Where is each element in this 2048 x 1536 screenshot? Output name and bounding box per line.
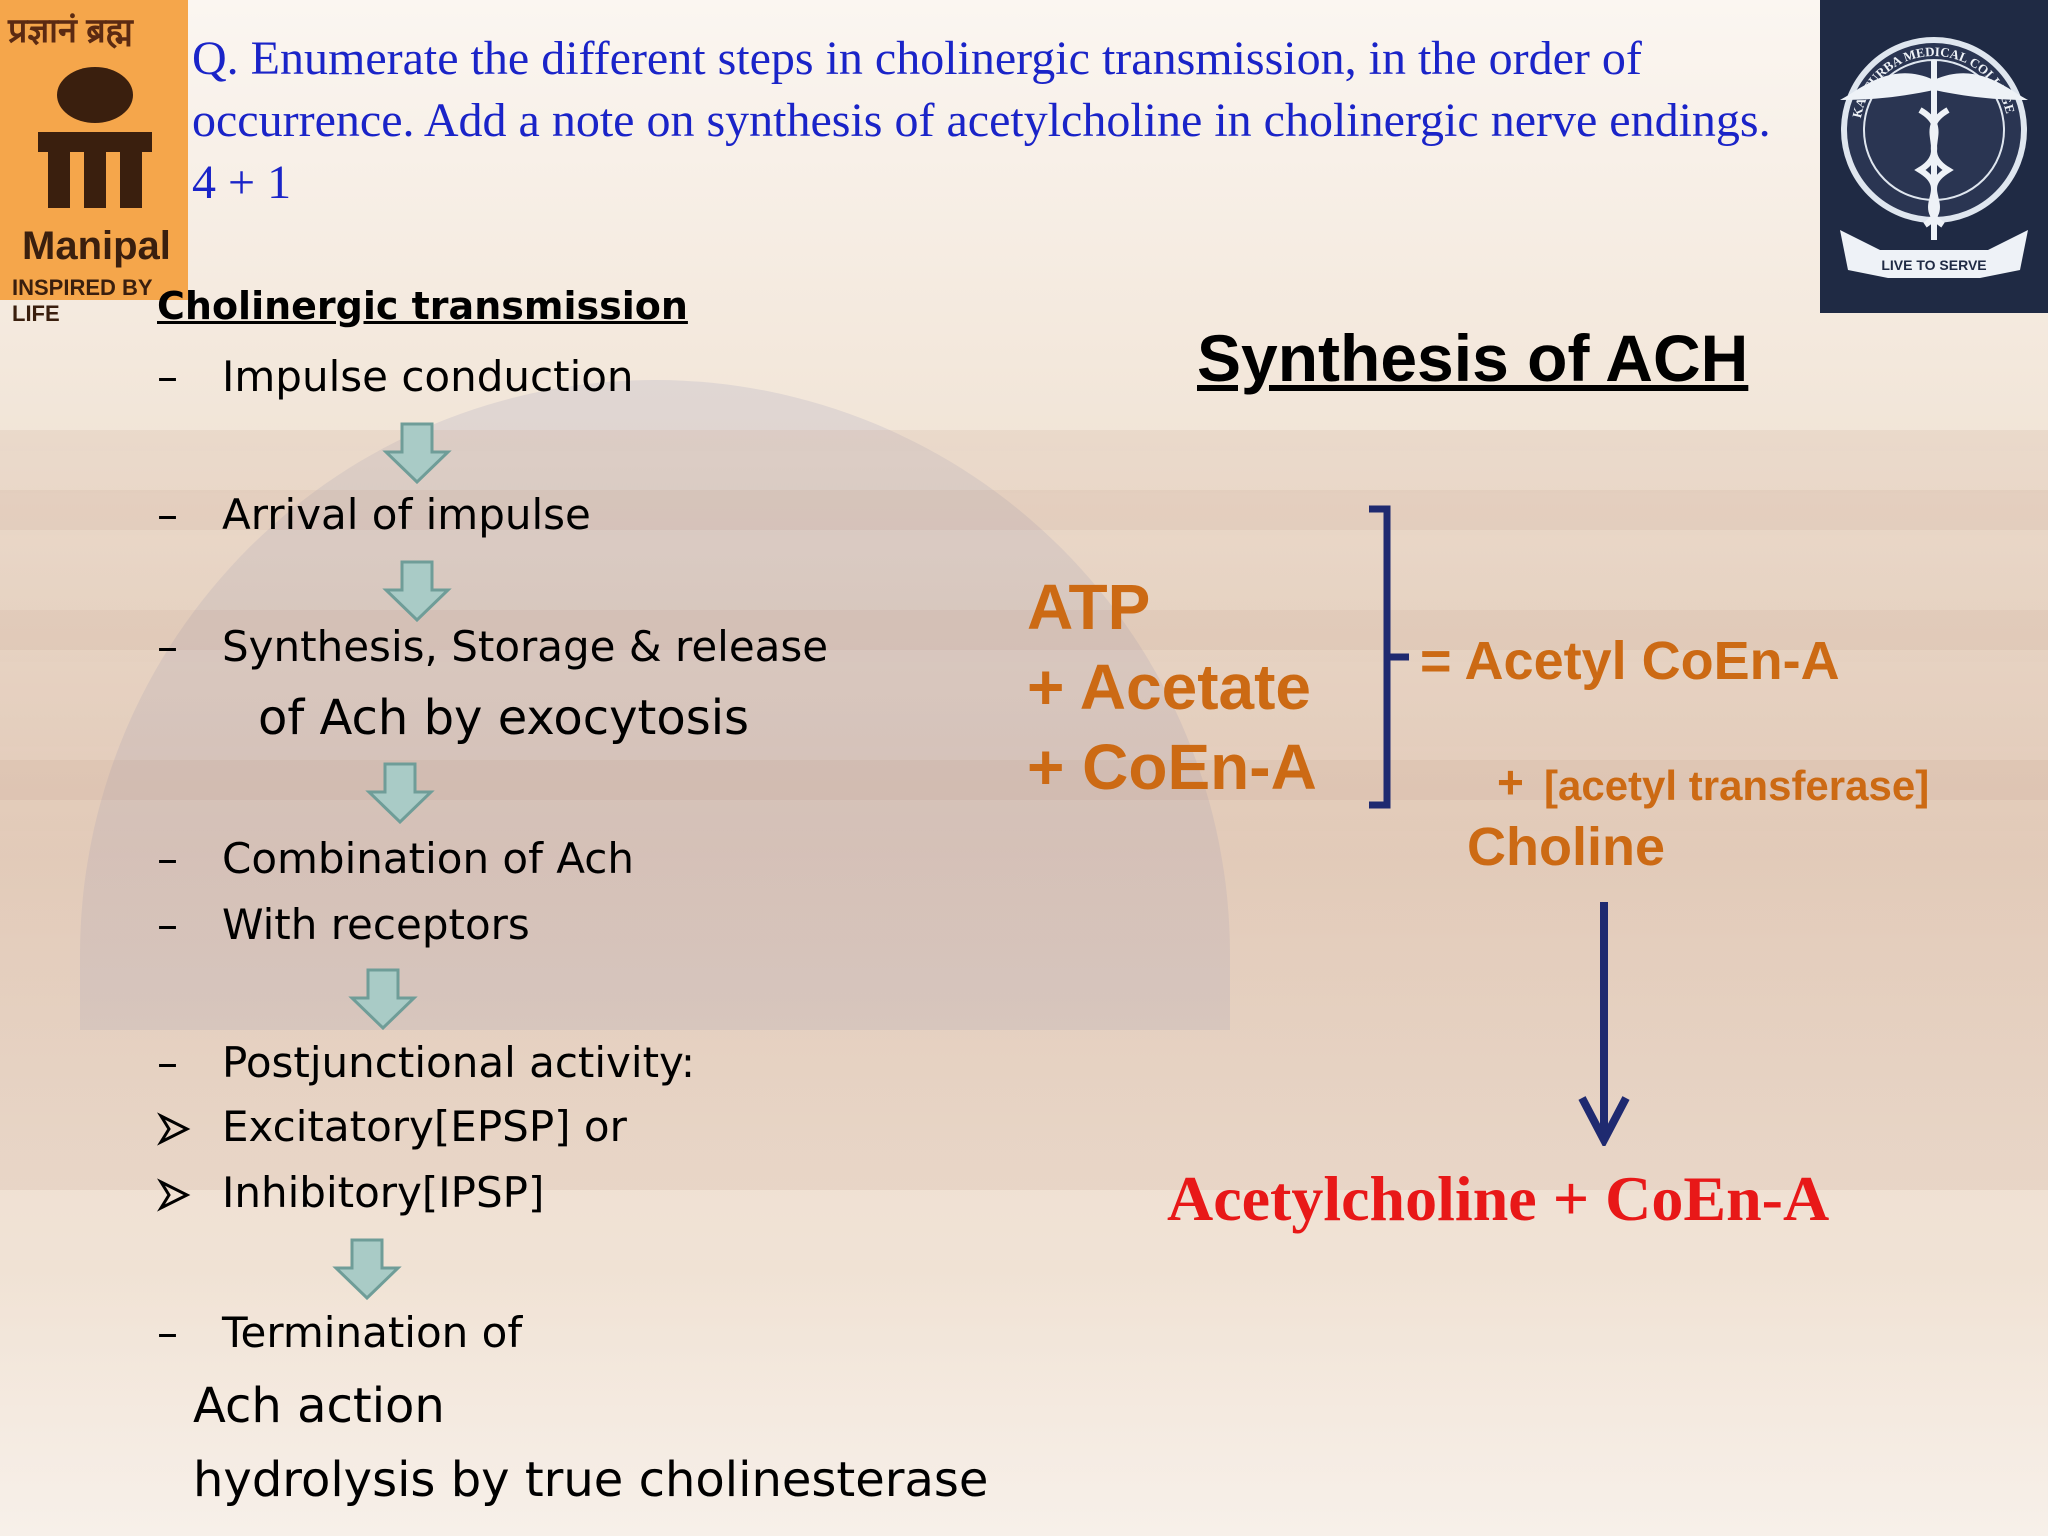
step-dash: – <box>157 1308 178 1357</box>
manipal-figure-icon <box>38 67 152 208</box>
cholinergic-heading: Cholinergic transmission <box>157 284 688 328</box>
step-combination-of-ach: Combination of Ach <box>222 834 634 883</box>
reaction-bracket-icon <box>1369 505 1409 809</box>
down-arrow-icon <box>382 422 452 484</box>
step-with-receptors: With receptors <box>222 900 530 949</box>
step-impulse-conduction: Impulse conduction <box>222 352 634 401</box>
reactant-coen-a: + CoEn-A <box>1027 731 1317 803</box>
step-hydrolysis: hydrolysis by true cholinesterase <box>193 1452 989 1508</box>
step-ach-action: Ach action <box>193 1378 445 1434</box>
arrow-bullet-icon <box>157 1178 191 1212</box>
caduceus-emblem-icon: KASTURBA MEDICAL COLLEGE LIVE TO SERVE <box>1840 37 2028 278</box>
synthesis-title: Synthesis of ACH <box>1197 321 1749 395</box>
down-arrow-icon <box>348 968 418 1030</box>
step-synthesis-storage-release: Synthesis, Storage & release <box>222 622 829 671</box>
choline-label: Choline <box>1467 817 1665 877</box>
step-arrival-of-impulse: Arrival of impulse <box>222 490 591 539</box>
down-arrow-icon <box>382 560 452 622</box>
logo-tagline: INSPIRED BY LIFE <box>12 275 153 326</box>
down-arrow-icon <box>332 1238 402 1300</box>
plus-sign: + <box>1497 756 1524 808</box>
step-dash: – <box>157 900 178 949</box>
product-acetyl-coen-a: = Acetyl CoEn-A <box>1420 631 1840 691</box>
enzyme-label: [acetyl transferase] <box>1544 762 1930 809</box>
reaction-down-arrow-icon <box>1578 902 1630 1146</box>
logo-brand: Manipal <box>22 224 171 268</box>
background-building <box>0 430 2048 1190</box>
step-termination-of: Termination of <box>222 1308 523 1357</box>
step-postjunctional-activity: Postjunctional activity: <box>222 1038 695 1087</box>
step-excitatory: Excitatory[EPSP] or <box>222 1102 627 1151</box>
arrow-bullet-icon <box>157 1112 191 1146</box>
step-dash: – <box>157 1038 178 1087</box>
step-by-exocytosis: of Ach by exocytosis <box>258 690 750 746</box>
step-inhibitory: Inhibitory[IPSP] <box>222 1168 545 1217</box>
step-dash: – <box>157 622 178 671</box>
background-road <box>0 1260 2048 1536</box>
manipal-logo: प्रज्ञानं ब्रह्म Manipal INSPIRED BY LIF… <box>0 0 188 326</box>
step-dash: – <box>157 834 178 883</box>
step-dash: – <box>157 490 178 539</box>
kmc-logo: KASTURBA MEDICAL COLLEGE LIVE TO SERVE <box>1820 0 2048 313</box>
logo-ribbon-text: LIVE TO SERVE <box>1881 257 1986 273</box>
reactant-acetate: + Acetate <box>1027 651 1311 723</box>
reactant-atp: ATP <box>1027 571 1151 643</box>
down-arrow-icon <box>365 762 435 824</box>
final-product: Acetylcholine + CoEn-A <box>1167 1163 1830 1234</box>
logo-motto: प्रज्ञानं ब्रह्म <box>8 12 133 50</box>
step-dash: – <box>157 352 178 401</box>
question-text: Q. Enumerate the different steps in chol… <box>192 32 1771 209</box>
